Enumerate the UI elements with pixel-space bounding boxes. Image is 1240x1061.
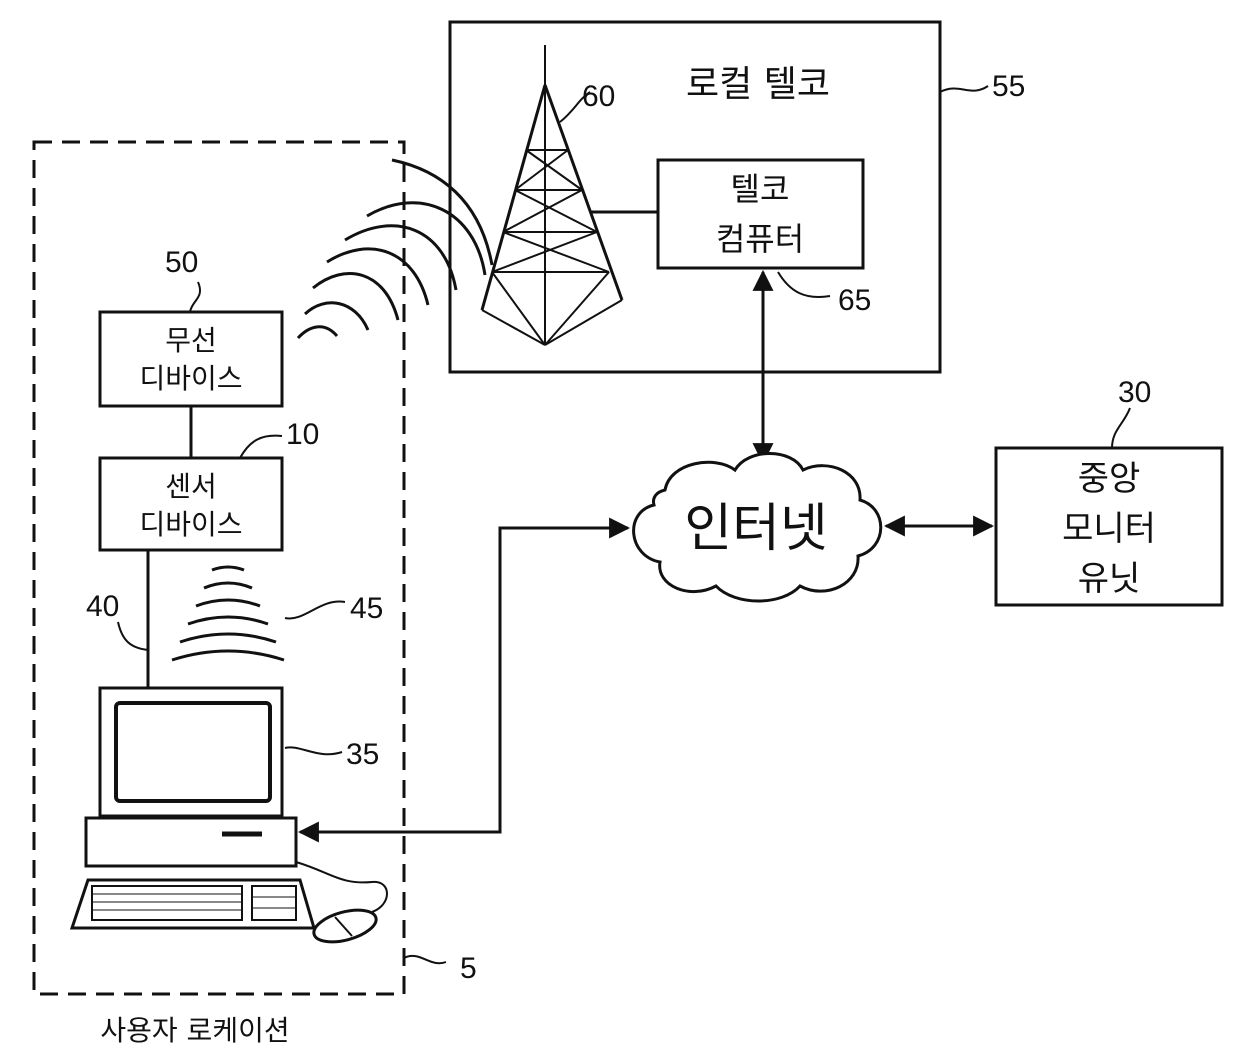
computer-internet-arrow <box>300 528 628 832</box>
sensor-device-line2: 디바이스 <box>139 508 242 541</box>
ref-leader-5 <box>404 956 446 963</box>
local-telco-title: 로컬 텔코 <box>686 64 830 105</box>
ref-55: 55 <box>992 70 1025 103</box>
sensor-signal-icon <box>172 567 284 660</box>
central-monitor-box: 중앙 모니터 유닛 <box>996 448 1222 605</box>
telco-computer-line1: 텔코 <box>731 170 790 208</box>
ref-30: 30 <box>1118 376 1151 409</box>
user-location-label: 사용자 로케이션 <box>100 1014 289 1047</box>
ref-35: 35 <box>346 738 379 771</box>
ref-leader-55 <box>940 86 988 92</box>
wireless-device-line1: 무선 <box>165 324 217 357</box>
ref-65: 65 <box>838 284 871 317</box>
central-monitor-line1: 중앙 <box>1078 459 1141 499</box>
telco-computer-box: 텔코 컴퓨터 <box>658 160 863 268</box>
ref-40: 40 <box>86 590 119 623</box>
desktop-computer-icon <box>72 688 387 948</box>
central-monitor-line3: 유닛 <box>1078 559 1141 599</box>
sensor-device-box: 센서 디바이스 <box>100 458 282 550</box>
telco-computer-line2: 컴퓨터 <box>716 220 804 258</box>
central-monitor-line2: 모니터 <box>1062 509 1156 549</box>
ref-leader-35 <box>285 747 342 754</box>
ref-10: 10 <box>286 418 319 451</box>
internet-cloud-icon: 인터넷 <box>634 454 881 602</box>
ref-5: 5 <box>460 952 477 985</box>
ref-50: 50 <box>165 246 198 279</box>
ref-leader-50 <box>190 282 200 312</box>
ref-leader-30 <box>1112 408 1130 448</box>
wireless-device-box: 무선 디바이스 <box>100 312 282 406</box>
wireless-device-line2: 디바이스 <box>139 362 242 395</box>
ref-leader-40 <box>118 622 148 650</box>
ref-leader-45 <box>285 602 345 619</box>
internet-label: 인터넷 <box>684 499 828 559</box>
ref-leader-10 <box>240 436 282 458</box>
sensor-device-line1: 센서 <box>165 470 217 503</box>
ref-60: 60 <box>582 80 615 113</box>
ref-45: 45 <box>350 592 383 625</box>
